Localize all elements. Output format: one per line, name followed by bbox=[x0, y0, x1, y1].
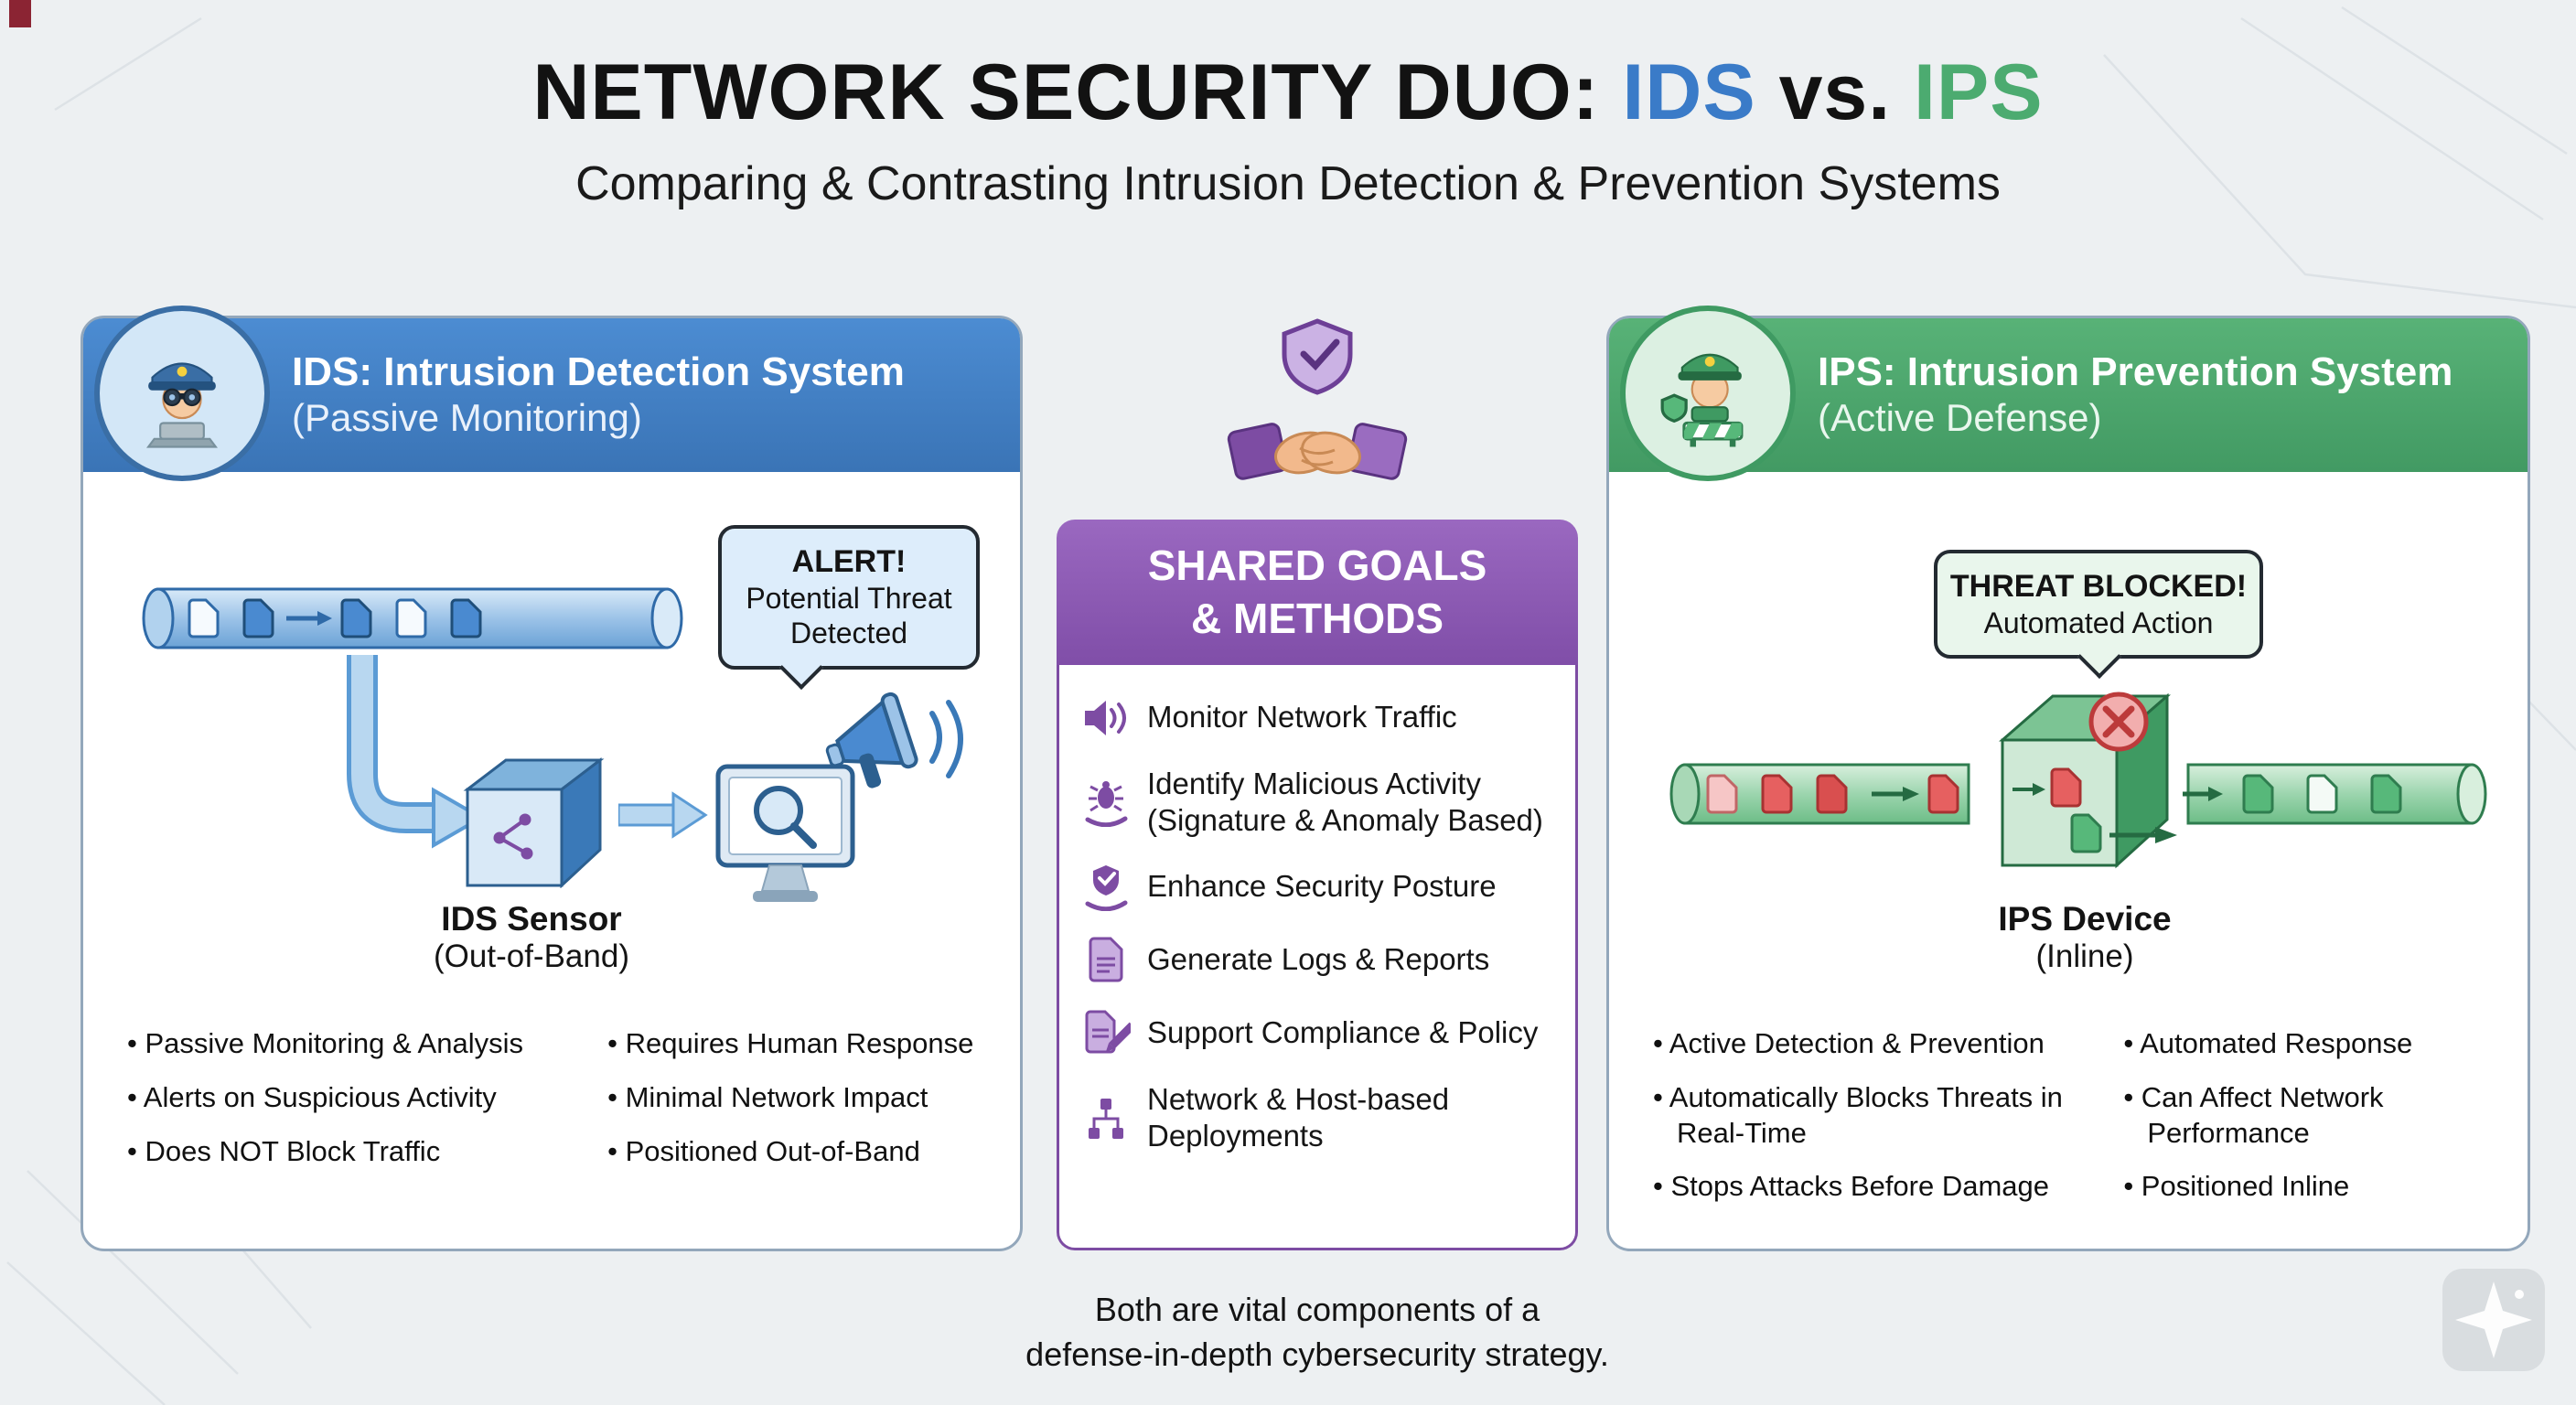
page-subtitle: Comparing & Contrasting Intrusion Detect… bbox=[575, 157, 2001, 210]
police-shield-barrier-icon bbox=[1620, 306, 1796, 481]
goal-label: Generate Logs & Reports bbox=[1147, 942, 1490, 977]
speaker-icon bbox=[1081, 692, 1131, 742]
footer-note: Both are vital components of a defense-i… bbox=[1002, 1288, 1633, 1377]
ids-diagram: ALERT! Potential Threat Detected IDS Sen… bbox=[120, 472, 983, 1021]
ids-bullets: Passive Monitoring & Analysis Alerts on … bbox=[120, 1026, 983, 1187]
ids-bullets-left: Passive Monitoring & Analysis Alerts on … bbox=[127, 1026, 585, 1187]
bullet-item: Can Affect Network Performance bbox=[2123, 1080, 2484, 1152]
bullet-item: Stops Attacks Before Damage bbox=[1653, 1169, 2101, 1205]
handshake-shield-icon bbox=[1057, 316, 1578, 503]
footer-line1: Both are vital components of a bbox=[1094, 1291, 1540, 1328]
threat-pipe-icon bbox=[1669, 763, 1970, 825]
shared-goals-list: Monitor Network Traffic bbox=[1081, 692, 1553, 1153]
goal-label: Monitor Network Traffic bbox=[1147, 700, 1457, 735]
ids-card: IDS: Intrusion Detection System (Passive… bbox=[80, 306, 1023, 1251]
goal-label: Network & Host-based Deployments bbox=[1147, 1082, 1450, 1153]
shared-goals-header: SHARED GOALS & METHODS bbox=[1057, 520, 1578, 665]
goal-item: Generate Logs & Reports bbox=[1081, 935, 1553, 984]
bullet-item: Minimal Network Impact bbox=[607, 1080, 976, 1116]
right-arrow-icon bbox=[618, 791, 708, 839]
ids-sensor-name: IDS Sensor bbox=[441, 900, 622, 938]
blocked-title: THREAT BLOCKED! bbox=[1949, 569, 2248, 604]
ids-card-body: ALERT! Potential Threat Detected IDS Sen… bbox=[83, 472, 1020, 1187]
blocked-line1: Automated Action bbox=[1983, 606, 2214, 639]
ips-bullets-left: Active Detection & Prevention Automatica… bbox=[1653, 1026, 2101, 1223]
traffic-pipe-icon bbox=[142, 587, 683, 649]
ids-sensor-label: IDS Sensor (Out-of-Band) bbox=[422, 900, 641, 975]
ips-header-subtitle: (Active Defense) bbox=[1818, 396, 2102, 440]
shared-goals-body: Monitor Network Traffic bbox=[1057, 665, 1578, 1250]
curved-arrow-icon bbox=[347, 655, 486, 849]
ids-bullets-right: Requires Human Response Minimal Network … bbox=[607, 1026, 976, 1187]
document-icon bbox=[1081, 935, 1131, 984]
page-header: NETWORK SECURITY DUO: IDS vs. IPS Compar… bbox=[0, 48, 2576, 211]
blocked-speech-bubble: THREAT BLOCKED! Automated Action bbox=[1934, 550, 2263, 680]
ips-device-name: IPS Device bbox=[1998, 900, 2172, 938]
ids-sensor-sub: (Out-of-Band) bbox=[434, 938, 629, 974]
bullet-item: Alerts on Suspicious Activity bbox=[127, 1080, 585, 1116]
ips-card: IPS: Intrusion Prevention System (Active… bbox=[1606, 306, 2530, 1251]
ids-header-title: IDS: Intrusion Detection System bbox=[292, 349, 905, 394]
bullet-item: Passive Monitoring & Analysis bbox=[127, 1026, 585, 1062]
shared-column: SHARED GOALS & METHODS Monitor Network T… bbox=[1057, 316, 1578, 1250]
goal-label: Enhance Security Posture bbox=[1147, 869, 1497, 904]
title-prefix: NETWORK SECURITY DUO: bbox=[532, 48, 1623, 136]
network-tree-icon bbox=[1081, 1093, 1131, 1142]
shared-header-line2: & METHODS bbox=[1191, 594, 1444, 642]
title-ips: IPS bbox=[1914, 48, 2044, 136]
goal-item: Monitor Network Traffic bbox=[1081, 692, 1553, 742]
bullet-item: Requires Human Response bbox=[607, 1026, 976, 1062]
alert-line1: Potential Threat bbox=[746, 581, 952, 615]
goal-label: Support Compliance & Policy bbox=[1147, 1015, 1539, 1050]
bug-hand-icon bbox=[1081, 778, 1131, 827]
shared-header-line1: SHARED GOALS bbox=[1147, 542, 1487, 589]
ips-bullets-right: Automated Response Can Affect Network Pe… bbox=[2123, 1026, 2484, 1223]
goal-label: Identify Malicious Activity (Signature &… bbox=[1147, 767, 1543, 837]
title-vs: vs. bbox=[1755, 48, 1915, 136]
footer-line2: defense-in-depth cybersecurity strategy. bbox=[1025, 1335, 1609, 1373]
bullet-item: Active Detection & Prevention bbox=[1653, 1026, 2101, 1062]
goal-item: Enhance Security Posture bbox=[1081, 862, 1553, 912]
goal-item: Network & Host-based Deployments bbox=[1081, 1081, 1553, 1153]
alert-speech-bubble: ALERT! Potential Threat Detected bbox=[718, 525, 980, 690]
alert-line2: Detected bbox=[789, 617, 908, 650]
ips-device-cube-icon bbox=[1999, 692, 2177, 869]
ids-card-header: IDS: Intrusion Detection System (Passive… bbox=[83, 306, 1020, 481]
ids-sensor-cube-icon bbox=[463, 756, 605, 888]
bullet-item: Does NOT Block Traffic bbox=[127, 1134, 585, 1170]
sparkle-icon bbox=[2442, 1269, 2545, 1376]
bullet-item: Automatically Blocks Threats in Real-Tim… bbox=[1653, 1080, 2101, 1152]
bullet-item: Positioned Out-of-Band bbox=[607, 1134, 976, 1170]
ips-bullets: Active Detection & Prevention Automatica… bbox=[1646, 1026, 2491, 1223]
ips-device-sub: (Inline) bbox=[2035, 938, 2134, 974]
corner-mark bbox=[9, 0, 31, 27]
clean-pipe-icon bbox=[2183, 763, 2487, 825]
shield-hand-icon bbox=[1081, 862, 1131, 912]
analysis-monitor-icon bbox=[715, 764, 855, 902]
goal-item: Identify Malicious Activity (Signature &… bbox=[1081, 766, 1553, 838]
compliance-pencil-icon bbox=[1081, 1008, 1136, 1057]
ips-diagram: THREAT BLOCKED! Automated Action bbox=[1646, 472, 2491, 1021]
ips-card-header: IPS: Intrusion Prevention System (Active… bbox=[1609, 306, 2528, 481]
page-title: NETWORK SECURITY DUO: IDS vs. IPS bbox=[0, 48, 2576, 138]
bullet-item: Automated Response bbox=[2123, 1026, 2484, 1062]
ips-header-title: IPS: Intrusion Prevention System bbox=[1818, 349, 2453, 394]
title-ids: IDS bbox=[1622, 48, 1756, 136]
bullet-item: Positioned Inline bbox=[2123, 1169, 2484, 1205]
ids-header-subtitle: (Passive Monitoring) bbox=[292, 396, 642, 440]
ips-device-label: IPS Device (Inline) bbox=[1975, 900, 2195, 975]
goal-item: Support Compliance & Policy bbox=[1081, 1008, 1553, 1057]
police-binoculars-icon bbox=[94, 306, 270, 481]
shared-goals-card: SHARED GOALS & METHODS Monitor Network T… bbox=[1057, 520, 1578, 1250]
alert-title: ALERT! bbox=[791, 544, 907, 579]
ips-card-body: THREAT BLOCKED! Automated Action bbox=[1609, 472, 2528, 1223]
megaphone-icon bbox=[825, 692, 963, 788]
